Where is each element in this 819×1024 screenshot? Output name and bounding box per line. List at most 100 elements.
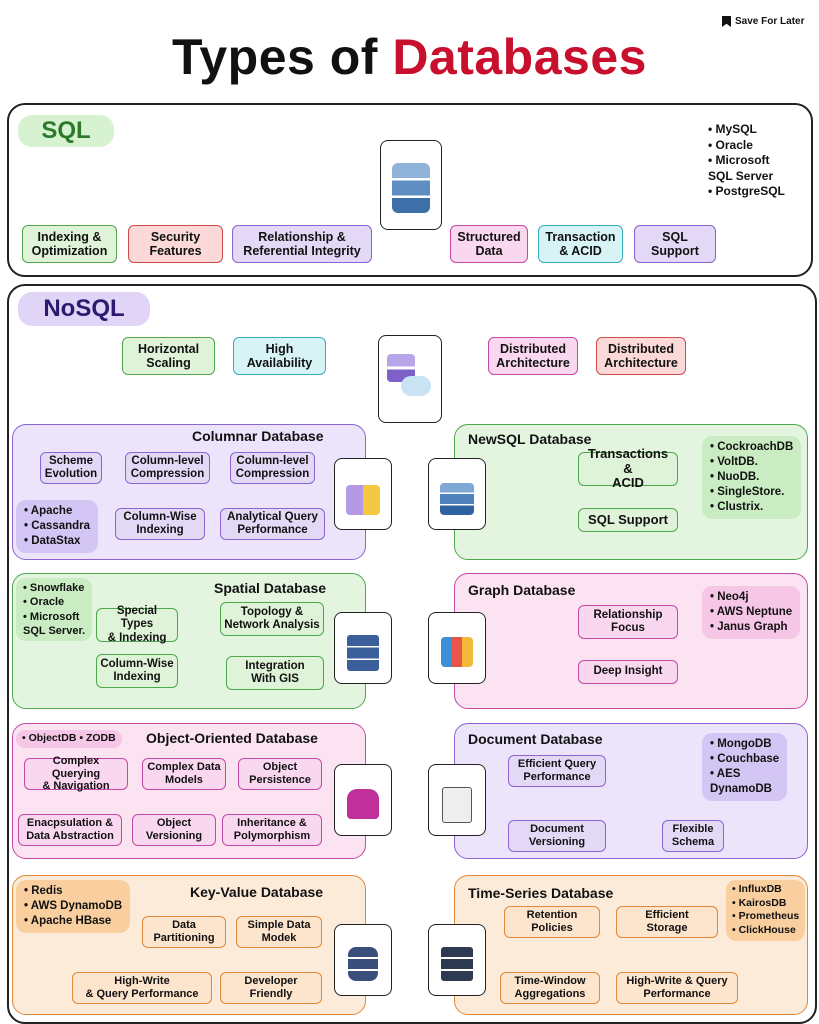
columnar-item: Column-Wise Indexing xyxy=(115,508,205,540)
example-item: • Janus Graph xyxy=(710,620,788,633)
nosql-feature-distributed-2: Distributed Architecture xyxy=(596,337,686,375)
example-item: • SingleStore. xyxy=(710,485,785,498)
example-item: • Oracle xyxy=(23,596,65,609)
keyvalue-title: Key-Value Database xyxy=(190,884,324,900)
save-for-later-button[interactable]: Save For Later xyxy=(722,16,804,27)
spatial-examples: • Snowflake • Oracle • Microsoft SQL Ser… xyxy=(16,578,93,642)
columnar-examples: • Apache • Cassandra • DataStax xyxy=(16,500,99,553)
sql-feature-support: SQL Support xyxy=(634,225,716,263)
object-item: Complex Data Models xyxy=(142,758,226,790)
columnar-item: Scheme Evolution xyxy=(40,452,102,484)
example-item: • InfluxDB xyxy=(732,883,782,895)
example-item: • ClickHouse xyxy=(732,923,796,936)
spatial-item: Topology & Network Analysis xyxy=(220,602,324,636)
document-db-icon xyxy=(428,764,486,836)
example-item: • Redis xyxy=(24,885,63,897)
example-item: • PostgreSQL xyxy=(708,184,785,199)
spatial-title: Spatial Database xyxy=(214,580,327,596)
columnar-item: Column-level Compression xyxy=(125,452,210,484)
newsql-db-icon xyxy=(428,458,486,530)
graph-db-icon xyxy=(428,612,486,684)
timeseries-db-icon xyxy=(428,924,486,996)
example-item: • NuoDB. xyxy=(710,470,760,483)
example-item: • VoltDB. xyxy=(710,455,758,468)
document-examples: • MongoDB • Couchbase • AES DynamoDB xyxy=(702,733,788,801)
spatial-item: Special Types & Indexing xyxy=(96,605,178,644)
graph-item: Relationship Focus xyxy=(578,605,678,639)
example-item: • Prometheus xyxy=(732,910,800,923)
columnar-title: Columnar Database xyxy=(192,428,324,444)
example-item: • DataStax xyxy=(24,534,81,547)
example-item: • AES DynamoDB xyxy=(710,767,772,795)
example-item: • Apache HBase xyxy=(24,914,112,927)
keyvalue-item: Data Partitioning xyxy=(142,916,226,948)
keyvalue-db-icon xyxy=(334,924,392,996)
keyvalue-item: Simple Data Modek xyxy=(236,916,322,948)
example-item: • Couchbase xyxy=(710,752,780,765)
example-item: • Cassandra xyxy=(24,519,91,532)
keyvalue-item: High-Write & Query Performance xyxy=(72,972,212,1004)
columnar-item: Analytical Query Performance xyxy=(220,508,325,540)
sql-feature-transaction: Transaction & ACID xyxy=(538,225,623,263)
object-item: Object Persistence xyxy=(238,758,322,790)
timeseries-item: Time-Window Aggregations xyxy=(500,972,600,1004)
page-title: Types of Databases xyxy=(172,29,647,85)
sql-database-icon xyxy=(380,140,442,230)
document-title: Document Database xyxy=(468,731,603,747)
object-item: Complex Querying & Navigation xyxy=(24,755,128,792)
nosql-database-icon xyxy=(378,335,442,423)
graph-item: Deep Insight xyxy=(578,660,678,684)
object-examples: • ObjectDB • ZODB xyxy=(16,730,122,748)
graph-title: Graph Database xyxy=(468,582,576,598)
document-item: Efficient Query Performance xyxy=(508,755,606,787)
example-item: • ObjectDB • ZODB xyxy=(22,732,116,744)
example-item: • CockroachDB xyxy=(710,441,794,453)
example-item: • Microsoft SQL Server xyxy=(708,153,774,183)
object-item: Enacpsulation & Data Abstraction xyxy=(18,814,122,846)
keyvalue-item: Developer Friendly xyxy=(220,972,322,1004)
object-item: Inheritance & Polymorphism xyxy=(222,814,322,846)
document-item: Document Versioning xyxy=(508,820,606,852)
save-label: Save For Later xyxy=(735,16,805,27)
sql-feature-security: Security Features xyxy=(128,225,223,263)
sql-feature-indexing: Indexing & Optimization xyxy=(22,225,117,263)
newsql-examples: • CockroachDB • VoltDB. • NuoDB. • Singl… xyxy=(702,436,802,519)
example-item: • AWS DynamoDB xyxy=(24,899,123,912)
sql-feature-relationship: Relationship & Referential Integrity xyxy=(232,225,372,263)
example-item: • Clustrix. xyxy=(710,500,764,513)
sql-feature-structured: Structured Data xyxy=(450,225,528,263)
object-item: Object Versioning xyxy=(132,814,216,846)
timeseries-item: Retention Policies xyxy=(504,906,600,938)
columnar-db-icon xyxy=(334,458,392,530)
object-db-icon xyxy=(334,764,392,836)
example-item: • KairosDB xyxy=(732,896,787,909)
timeseries-title: Time-Series Database xyxy=(468,885,614,901)
timeseries-item: High-Write & Query Performance xyxy=(616,972,738,1004)
example-item: • Neo4j xyxy=(710,591,749,603)
newsql-item: Transactions & ACID xyxy=(578,446,678,490)
example-item: • Snowflake xyxy=(23,582,85,594)
timeseries-examples: • InfluxDB • KairosDB • Prometheus • Cli… xyxy=(726,880,806,941)
sql-label: SQL xyxy=(18,115,114,147)
example-item: • MySQL xyxy=(708,122,757,136)
timeseries-item: Efficient Storage xyxy=(616,906,718,938)
nosql-feature-availability: High Availability xyxy=(233,337,326,375)
document-item: Flexible Schema xyxy=(662,820,724,852)
nosql-feature-distributed-1: Distributed Architecture xyxy=(488,337,578,375)
newsql-title: NewSQL Database xyxy=(468,431,592,447)
graph-examples: • Neo4j • AWS Neptune • Janus Graph xyxy=(702,586,801,639)
example-item: • AWS Neptune xyxy=(710,605,793,618)
nosql-label: NoSQL xyxy=(18,292,150,326)
spatial-db-icon xyxy=(334,612,392,684)
bookmark-icon xyxy=(722,16,731,27)
sql-examples: • MySQL • Oracle • Microsoft SQL Server … xyxy=(708,122,785,200)
example-item: • Oracle xyxy=(708,137,753,152)
newsql-item: SQL Support xyxy=(578,508,678,532)
columnar-item: Column-level Compression xyxy=(230,452,315,484)
object-title: Object-Oriented Database xyxy=(146,730,318,746)
nosql-feature-scaling: Horizontal Scaling xyxy=(122,337,215,375)
spatial-item: Integration With GIS xyxy=(226,656,324,690)
spatial-item: Column-Wise Indexing xyxy=(96,654,178,688)
example-item: • Apache xyxy=(24,505,73,517)
example-item: • MongoDB xyxy=(710,738,772,750)
